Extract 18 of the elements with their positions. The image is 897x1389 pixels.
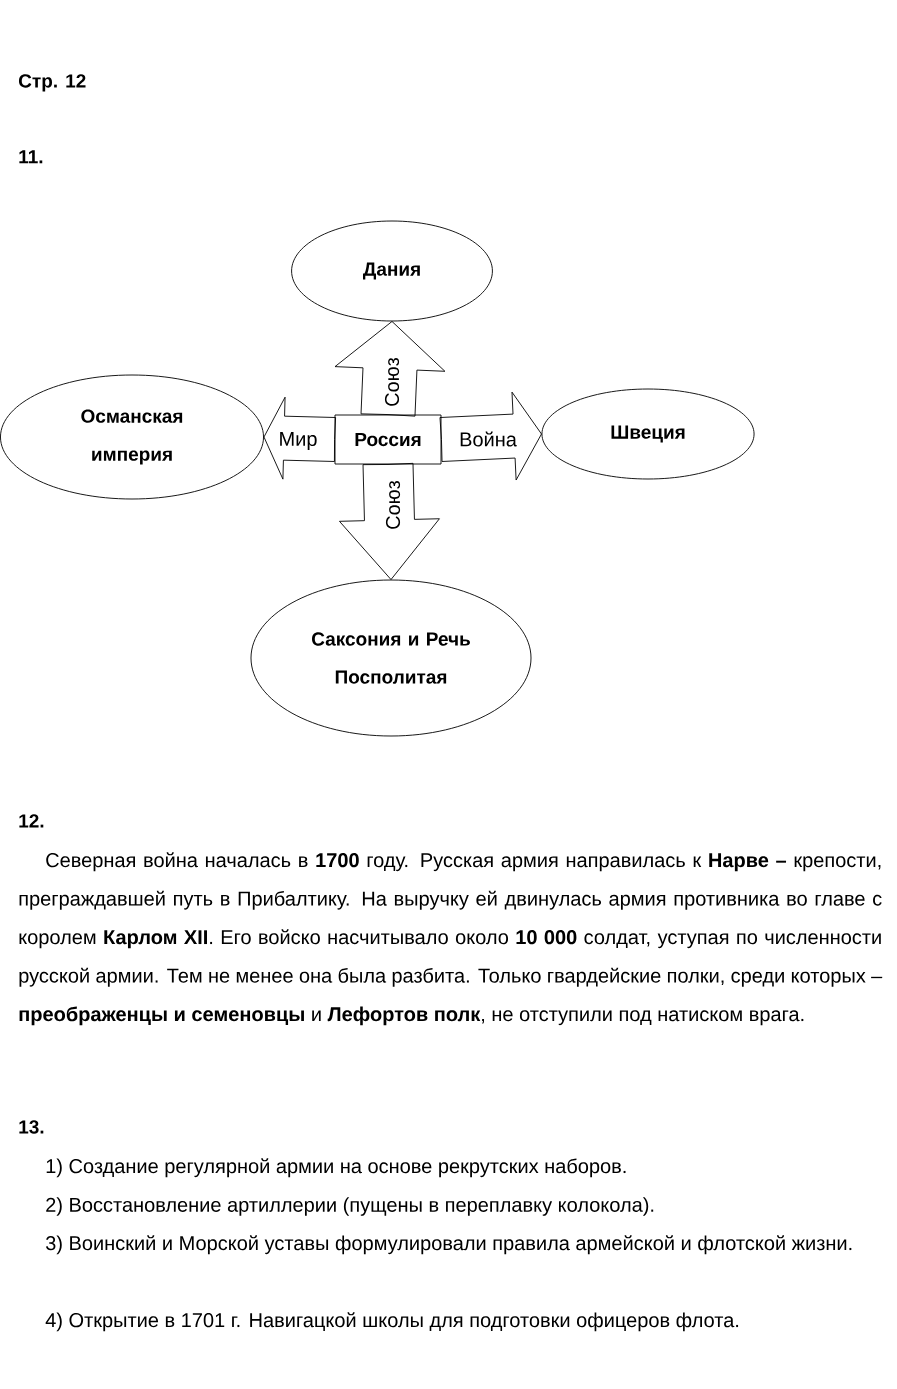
list-item: 1) Создание регулярной армии на основе рекрутских наборов. (46, 1158, 626, 1178)
edge-label: Союз (384, 357, 400, 406)
task-number: 12. (19, 814, 44, 828)
task-number: 11. (19, 150, 43, 164)
task-number: 13. (19, 1120, 44, 1134)
list-item: 2) Восстановление артиллерии (пущены в переплавку колокола). (46, 1197, 654, 1216)
edge-label: Мир (280, 432, 317, 450)
list-item: 4) Открытие в 1701 г. Навигацкой школы для подготовки офицеров флота. (45, 1312, 739, 1332)
block-arrow (334, 321, 446, 417)
block-arrow (339, 462, 440, 580)
edge-label: Война (460, 431, 517, 447)
task-number: Стр. 12 (19, 74, 86, 92)
block-arrow (263, 396, 337, 480)
paragraph: Северная война началась в 1700 году. Русская армия направилась к Нарве – крепости, преграждавшей путь в Прибалтику. На выручку ей двинулась армия противника во главе с королем Карлом XII. Его войско насчитывало около 10 000 солдат, уступая по численности русской армии. Тем не менее она была разбита. Только гвардейские полки, среди которых – преображенцы и семеновцы и Лефортов полк, не отступили под натиском врага. (19, 852, 883, 1026)
country-box: Россия (334, 414, 442, 465)
edge-label: Союз (385, 480, 401, 529)
list-item: 3) Воинский и Морской уставы формулировали правила армейской и флотской жизни. (45, 1235, 852, 1255)
block-arrow (439, 391, 542, 481)
